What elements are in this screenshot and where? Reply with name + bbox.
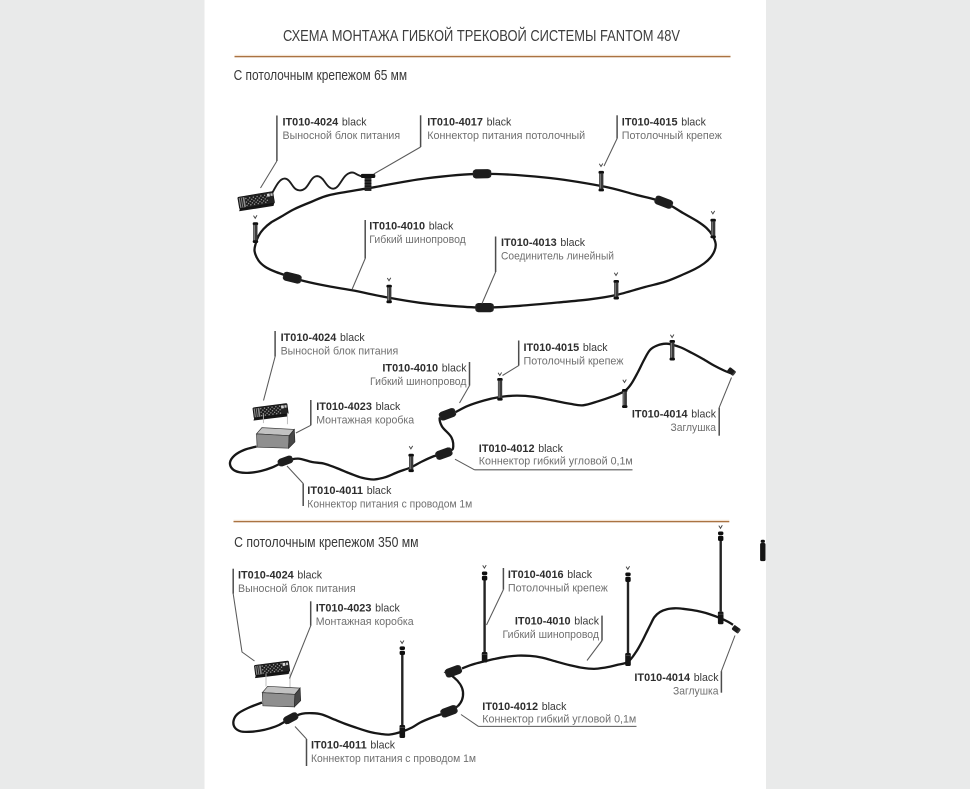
svg-text:black: black [297,570,322,582]
svg-text:IT010-4012: IT010-4012 [479,443,535,455]
svg-text:Гибкий шинопровод: Гибкий шинопровод [370,376,467,388]
svg-text:black: black [694,672,719,684]
svg-text:С потолочным крепежом 65 мм: С потолочным крепежом 65 мм [234,68,408,84]
svg-text:Потолочный крепеж: Потолочный крепеж [508,583,608,595]
svg-text:Коннектор питания с проводом 1: Коннектор питания с проводом 1м [311,753,476,765]
svg-text:black: black [376,401,401,413]
svg-text:IT010-4023: IT010-4023 [316,603,372,615]
svg-text:IT010-4023: IT010-4023 [316,401,372,413]
svg-text:Заглушка: Заглушка [673,685,719,697]
svg-text:black: black [538,443,563,455]
svg-text:Соединитель линейный: Соединитель линейный [501,250,614,262]
svg-text:Выносной блок питания: Выносной блок питания [283,130,401,142]
svg-text:IT010-4017: IT010-4017 [427,117,483,129]
svg-text:IT010-4010: IT010-4010 [382,363,438,375]
svg-text:СХЕМА МОНТАЖА ГИБКОЙ ТРЕКОВОЙ: СХЕМА МОНТАЖА ГИБКОЙ ТРЕКОВОЙ СИСТЕМЫ FA… [283,27,681,45]
svg-text:IT010-4024: IT010-4024 [283,117,339,129]
svg-text:black: black [370,740,395,752]
svg-text:Потолочный крепеж: Потолочный крепеж [524,356,624,368]
svg-text:black: black [340,332,365,344]
svg-text:IT010-4013: IT010-4013 [501,237,557,249]
svg-text:С потолочным крепежом 350 мм: С потолочным крепежом 350 мм [234,535,419,551]
svg-text:IT010-4014: IT010-4014 [632,409,688,421]
svg-text:IT010-4015: IT010-4015 [524,342,580,354]
svg-text:IT010-4014: IT010-4014 [634,672,690,684]
svg-text:black: black [367,485,392,497]
svg-text:IT010-4012: IT010-4012 [482,701,538,713]
svg-text:black: black [429,221,454,233]
svg-text:Выносной блок питания: Выносной блок питания [281,346,399,358]
svg-text:Потолочный крепеж: Потолочный крепеж [622,130,722,142]
svg-text:black: black [583,342,608,354]
svg-text:black: black [567,569,592,581]
svg-text:black: black [442,363,467,375]
svg-text:Коннектор питания с проводом 1: Коннектор питания с проводом 1м [307,499,472,511]
svg-text:IT010-4010: IT010-4010 [369,221,425,233]
svg-text:IT010-4024: IT010-4024 [238,570,294,582]
svg-text:Коннектор гибкий угловой 0,1м: Коннектор гибкий угловой 0,1м [482,714,636,726]
svg-text:black: black [574,616,599,628]
svg-text:black: black [375,603,400,615]
svg-text:IT010-4010: IT010-4010 [515,616,571,628]
svg-text:Монтажная коробка: Монтажная коробка [316,616,415,628]
svg-text:IT010-4011: IT010-4011 [307,485,363,497]
svg-text:black: black [681,117,706,129]
svg-text:Гибкий шинопровод: Гибкий шинопровод [503,629,600,641]
svg-text:Выносной блок питания: Выносной блок питания [238,583,356,595]
svg-text:black: black [342,117,367,129]
svg-text:Гибкий шинопровод: Гибкий шинопровод [369,234,466,246]
svg-text:Коннектор питания потолочный: Коннектор питания потолочный [427,130,585,142]
svg-text:IT010-4016: IT010-4016 [508,569,564,581]
svg-text:Заглушка: Заглушка [671,422,717,434]
svg-text:IT010-4011: IT010-4011 [311,740,367,752]
svg-text:IT010-4015: IT010-4015 [622,117,678,129]
svg-text:Коннектор гибкий угловой 0,1м: Коннектор гибкий угловой 0,1м [479,455,633,467]
svg-text:black: black [560,237,585,249]
svg-text:black: black [542,701,567,713]
svg-text:IT010-4024: IT010-4024 [281,332,337,344]
svg-text:Монтажная коробка: Монтажная коробка [316,415,415,427]
svg-text:black: black [691,409,716,421]
svg-text:black: black [487,117,512,129]
